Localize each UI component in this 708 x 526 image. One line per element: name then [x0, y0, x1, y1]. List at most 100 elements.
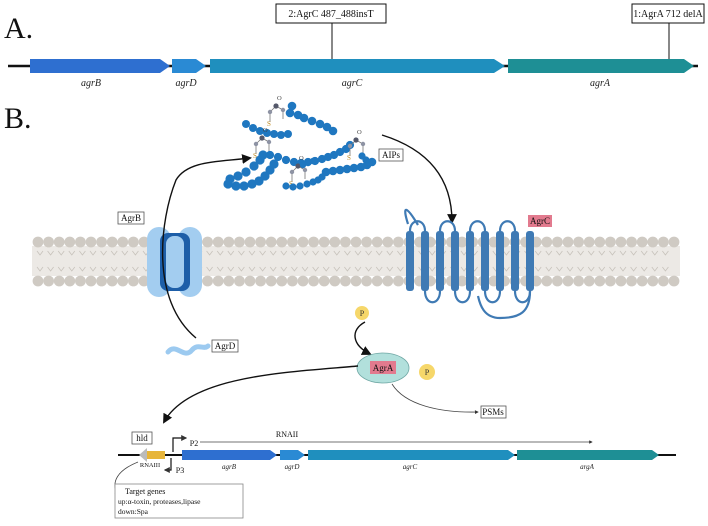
lipid-head — [647, 275, 659, 287]
aips-label: AIPs — [382, 150, 401, 160]
aip-bead — [256, 127, 264, 135]
aip-sulfur-label: S — [267, 120, 271, 128]
lipid-head — [234, 236, 245, 248]
lipid-tail — [121, 250, 129, 272]
lipid-head — [541, 275, 553, 287]
lipid-head — [605, 236, 616, 248]
agrc-helix — [481, 231, 489, 291]
aip-bead — [233, 171, 243, 181]
aip-ring-atom — [273, 103, 279, 109]
lipid-head — [244, 236, 256, 248]
operon-arrow-agrd — [280, 450, 305, 460]
operon-label-agrb: agrB — [222, 463, 237, 471]
lipid-tail — [556, 250, 563, 272]
lipid-tail — [291, 250, 298, 272]
aip-bead — [307, 116, 317, 126]
lipid-head — [308, 275, 319, 287]
lipid-tail — [545, 250, 553, 272]
lipid-head — [234, 275, 245, 287]
aip-bead — [223, 179, 233, 189]
aip-bead — [239, 181, 249, 191]
aip-bead — [247, 179, 257, 189]
agrb-label: AgrB — [121, 213, 141, 223]
agrc-helix — [466, 231, 474, 291]
lipid-tail — [662, 250, 669, 272]
aip-bead — [296, 182, 304, 190]
lipid-head — [53, 275, 65, 287]
lipid-head — [297, 236, 309, 248]
mutation-1-box — [275, 3, 387, 24]
panel-a-gene-track: agrB agrD agrC agrA 2:AgrC 487_488insT 1… — [8, 3, 705, 89]
phosphorylation-arrow — [354, 321, 372, 355]
aip-ring-atom — [253, 141, 259, 147]
lipid-head — [361, 236, 372, 248]
aip-bead — [289, 183, 297, 191]
aip-sulfur-label: S — [289, 180, 293, 188]
rnaii-label: RNAII — [276, 430, 299, 439]
agrc-loop — [438, 220, 457, 232]
lipid-tail — [375, 250, 383, 272]
lipid-tail — [651, 250, 659, 272]
lipid-head — [75, 236, 86, 248]
aip-oxygen-label: O — [299, 155, 304, 162]
panel-b-label: B. — [4, 102, 32, 135]
aip-chain-4 — [282, 173, 326, 191]
lipid-tail — [577, 250, 584, 272]
aip-ring-4: SO — [289, 155, 308, 188]
lipid-head — [583, 275, 595, 287]
lipid-head — [541, 236, 553, 248]
lipid-tail — [110, 250, 118, 272]
lipid-head — [265, 275, 277, 287]
lipid-tail — [598, 250, 606, 272]
rnaiii-arrowhead — [139, 448, 147, 462]
agrc-helix — [421, 231, 429, 291]
lipid-tail — [47, 250, 54, 272]
aip-chain-2 — [225, 150, 268, 184]
agrc-loop — [423, 290, 442, 304]
psms-label-box — [480, 405, 507, 419]
aip-bead — [318, 173, 326, 181]
lipid-head — [244, 275, 256, 287]
lipid-head — [106, 275, 118, 287]
target-genes-down: down:Spa — [118, 507, 149, 516]
lipid-head — [340, 236, 351, 248]
lipid-tail — [428, 250, 436, 272]
lipid-head — [552, 236, 563, 248]
operon-label-agrc: agrC — [403, 463, 418, 471]
operon-arrow-arga — [517, 450, 659, 460]
lipid-tail — [68, 250, 76, 272]
aip-bead — [289, 157, 299, 167]
psms-arrow — [391, 383, 479, 415]
aip-ring-3: SO — [347, 129, 366, 162]
lipid-head — [85, 275, 97, 287]
lipid-tail — [57, 250, 65, 272]
aip-ring-1: SO — [267, 95, 286, 128]
lipid-head — [117, 275, 129, 287]
aip-chain-3b — [358, 152, 373, 167]
lipid-head — [605, 275, 616, 287]
mutation-2-label: 1:AgrA 712 delA — [633, 9, 703, 20]
lipid-head — [594, 275, 606, 287]
lipid-head — [85, 236, 97, 248]
aip-bead — [349, 163, 359, 173]
p2-promoter — [172, 435, 188, 452]
lipid-head — [96, 236, 107, 248]
aip-ring-atom — [266, 139, 272, 145]
mutation-1-label: 2:AgrC 487_488insT — [288, 9, 373, 20]
lipid-tail — [397, 250, 404, 272]
lipid-head — [96, 275, 107, 287]
aip-bead — [249, 161, 259, 171]
agr-operon: hld RNAIII P2 P3 RNAII agrB agrD agrC ar… — [118, 430, 676, 475]
aip-chain-1b — [285, 101, 338, 136]
aip-bead — [304, 159, 312, 167]
lipid-tail — [630, 250, 637, 272]
lipid-head — [456, 275, 468, 287]
aip-bead — [285, 108, 295, 118]
lipid-head — [668, 236, 680, 248]
lipid-head — [276, 275, 288, 287]
lipid-head — [43, 236, 54, 248]
phosphate-agra-label: P — [425, 368, 430, 377]
aip-bead — [282, 182, 290, 190]
gene-arrow-agra — [508, 59, 694, 73]
